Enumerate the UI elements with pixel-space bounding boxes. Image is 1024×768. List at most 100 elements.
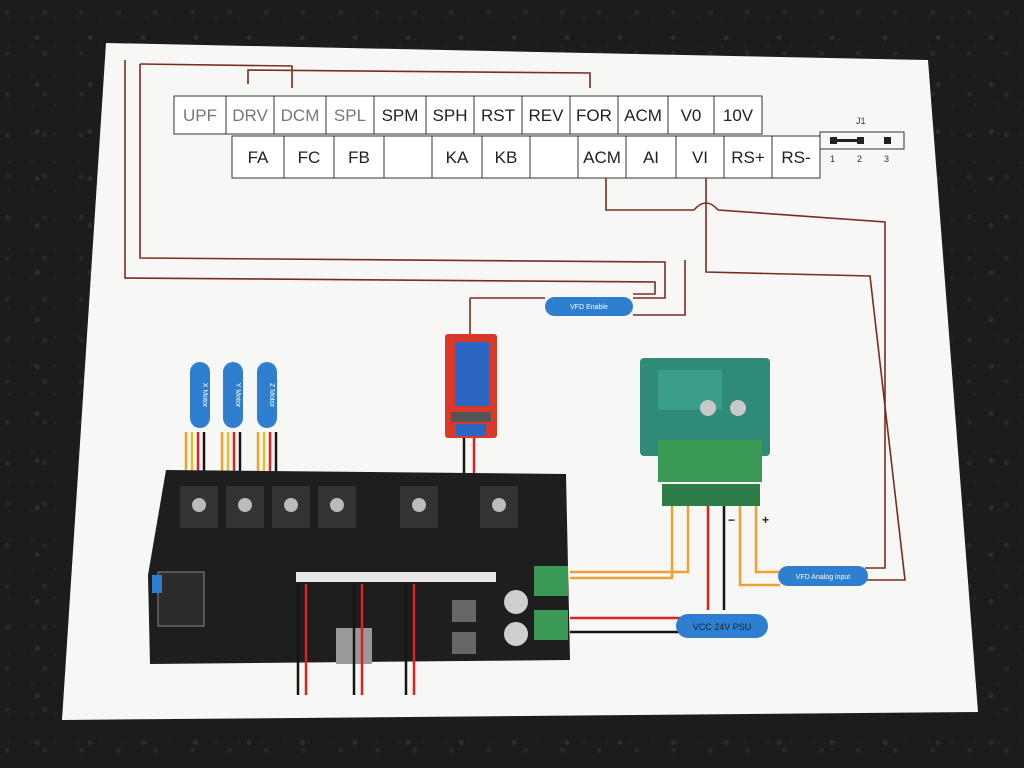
- z-motor-pill: [257, 362, 277, 428]
- terminal-label: RST: [481, 106, 515, 125]
- terminal-cell: [713, 95, 763, 135]
- vfd-enable-pill: [545, 297, 633, 316]
- converter-capacitor-2: [730, 400, 746, 416]
- terminal-label: SPM: [382, 106, 419, 125]
- board-capacitor-1: [504, 590, 528, 614]
- wire-vi-analog: [705, 178, 906, 581]
- board-terminal-1: [534, 566, 568, 596]
- inductor-2: [452, 632, 476, 654]
- terminal-cell: [529, 135, 579, 179]
- driver-pot-4: [330, 498, 344, 512]
- wire-drv-for: [247, 69, 591, 88]
- terminal-label: AI: [643, 148, 659, 167]
- jumper-pin-label-1: 1: [830, 154, 835, 164]
- wire-enable-return: [633, 260, 686, 316]
- wire-acm-out: [605, 178, 694, 211]
- wire-orange-3: [738, 506, 780, 587]
- x-motor-pill: [190, 362, 210, 428]
- wire-orange-2: [570, 506, 690, 574]
- jumper-title: J1: [856, 116, 866, 126]
- esp32-module: [157, 571, 205, 627]
- converter-capacitor-1: [700, 400, 716, 416]
- terminal-cell: [383, 135, 433, 179]
- terminal-label: RS+: [731, 148, 765, 167]
- polarity-minus: −: [728, 513, 735, 527]
- jumper-pin-3: [884, 137, 891, 144]
- driver-pot-5: [412, 498, 426, 512]
- relay-coil-box: [455, 342, 489, 406]
- psu-text: VCC 24V PSU: [693, 622, 752, 632]
- terminal-cell: [283, 135, 335, 179]
- x-motor-text: X Motor: [201, 383, 208, 408]
- driver-pot-1: [192, 498, 206, 512]
- antenna-clip: [152, 575, 162, 593]
- y-motor-text: Y Motor: [234, 383, 241, 408]
- z-motor-text: Z Motor: [268, 383, 275, 408]
- terminal-cell: [225, 95, 275, 135]
- endstop-wires: [296, 584, 416, 695]
- terminal-cell: [473, 95, 523, 135]
- inductor-1: [452, 600, 476, 622]
- terminal-label: DRV: [232, 106, 268, 125]
- terminal-label: RS-: [781, 148, 810, 167]
- terminal-cell: [373, 95, 427, 135]
- terminal-label: ACM: [624, 106, 662, 125]
- driver-pot-3: [284, 498, 298, 512]
- terminal-cell: [625, 135, 677, 179]
- controller-board: [148, 470, 570, 664]
- terminal-label: FB: [348, 148, 370, 167]
- terminal-cell: [325, 95, 375, 135]
- motor-labels: X Motor Y Motor Z Motor: [190, 362, 277, 428]
- terminal-label: DCM: [281, 106, 320, 125]
- terminal-cell: [273, 95, 327, 135]
- terminal-label: VI: [692, 148, 708, 167]
- wire-acm-analog: [717, 209, 886, 569]
- jumper-pin-label-3: 3: [884, 154, 889, 164]
- terminal-label: KB: [495, 148, 518, 167]
- relay-terminal: [456, 424, 486, 436]
- jumper-j1: J1 1 2 3: [819, 116, 905, 164]
- wire-top-dcm: [139, 63, 293, 88]
- vfd-enable-label: VFD Enable: [545, 297, 633, 316]
- terminal-label: V0: [681, 106, 702, 125]
- terminal-cell: [723, 135, 773, 179]
- converter-module: [640, 358, 770, 506]
- terminal-label: FC: [298, 148, 321, 167]
- terminal-label: SPL: [334, 106, 366, 125]
- vfd-analog-text: VFD Analog input: [796, 574, 851, 581]
- terminal-cell: [333, 135, 385, 179]
- driver-pot-6: [492, 498, 506, 512]
- header-row: [296, 572, 496, 582]
- terminal-cell: [431, 135, 483, 179]
- terminal-label: REV: [529, 106, 565, 125]
- terminal-cell: [617, 95, 669, 135]
- wire-outer-loop: [124, 60, 656, 295]
- y-motor-pill: [223, 362, 243, 428]
- converter-screw-row: [662, 484, 760, 506]
- terminal-label: SPH: [433, 106, 468, 125]
- terminal-cell: [521, 95, 571, 135]
- wire-upf-loop: [139, 64, 666, 299]
- board-capacitor-2: [504, 622, 528, 646]
- terminal-label: FOR: [576, 106, 612, 125]
- wire-orange-4: [754, 506, 780, 574]
- psu-label: VCC 24V PSU: [676, 614, 768, 638]
- jumper-frame: [819, 131, 905, 150]
- terminal-label: UPF: [183, 106, 217, 125]
- relay-header: [451, 412, 491, 422]
- driver-pot-2: [238, 498, 252, 512]
- motor-wires: [184, 432, 278, 472]
- vfd-analog-label: VFD Analog input: [778, 566, 868, 586]
- terminal-cell: [577, 135, 627, 179]
- jumper-bridge: [836, 139, 858, 142]
- terminal-cell: [667, 95, 715, 135]
- jumper-pin-2: [857, 137, 864, 144]
- relay-module: [445, 334, 497, 438]
- wire-orange-1: [570, 506, 674, 580]
- vfd-analog-pill: [778, 566, 868, 586]
- terminal-label: ACM: [583, 148, 621, 167]
- terminal-cell: [481, 135, 531, 179]
- terminal-cell: [771, 135, 821, 179]
